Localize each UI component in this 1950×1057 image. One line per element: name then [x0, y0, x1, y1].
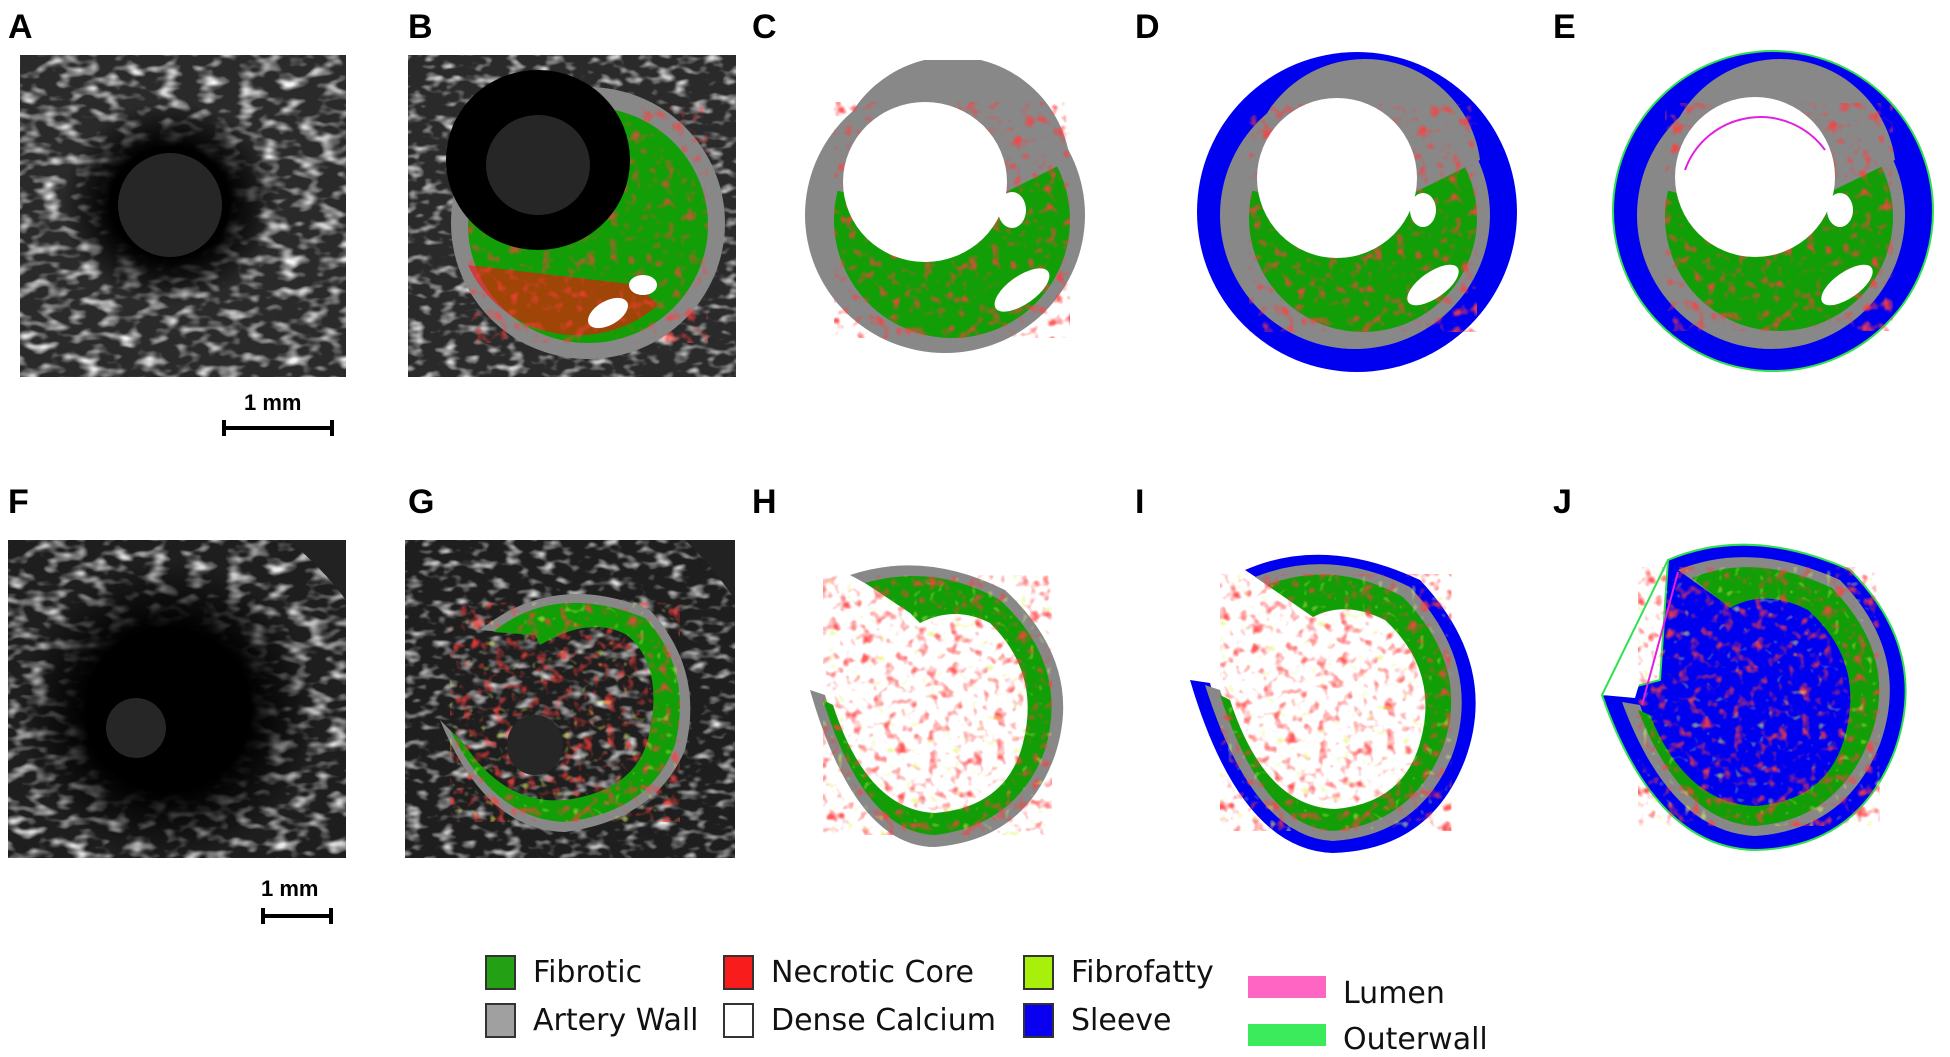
- legend-label: Fibrotic: [533, 955, 643, 990]
- panel-i-sleeve: [1185, 545, 1505, 865]
- panel-label-c: C: [752, 8, 777, 46]
- panel-label-g: G: [408, 483, 435, 521]
- panel-g-ivus-overlay: [405, 540, 735, 858]
- legend-label: Necrotic Core: [771, 955, 974, 990]
- fibrofatty-swatch: [1023, 955, 1054, 990]
- panel-label-h: H: [752, 483, 777, 521]
- legend-item-fibrotic: Fibrotic: [485, 955, 642, 990]
- sleeve-swatch: [1023, 1003, 1054, 1038]
- fibrotic-swatch: [485, 955, 516, 990]
- scale-bar-label: 1 mm: [244, 390, 302, 415]
- panel-label-j: J: [1553, 483, 1572, 521]
- legend-item-necrotic-core: Necrotic Core: [723, 955, 974, 990]
- panel-label-e: E: [1553, 8, 1576, 46]
- panel-label-f: F: [8, 483, 29, 521]
- legend-label: Artery Wall: [533, 1003, 699, 1038]
- lumen-swatch: [1248, 975, 1326, 998]
- panel-label-d: D: [1135, 8, 1160, 46]
- artery-wall-swatch: [485, 1003, 516, 1038]
- panel-j-contours: [1600, 530, 1940, 860]
- dense-calcium-swatch: [723, 1003, 754, 1038]
- legend-item-outerwall: Outerwall: [1248, 1012, 1488, 1057]
- necrotic-core-swatch: [723, 955, 754, 990]
- legend-label: Lumen: [1343, 976, 1445, 1011]
- panel-d-sleeve: [1195, 50, 1525, 375]
- legend-item-lumen: Lumen: [1248, 962, 1445, 1011]
- panel-f-ivus-image: [8, 540, 346, 858]
- scale-bar-top: 1 mm: [222, 390, 334, 440]
- panel-b-ivus-overlay: [408, 55, 736, 377]
- scale-bar-label: 1 mm: [261, 876, 319, 901]
- legend-item-dense-calcium: Dense Calcium: [723, 1003, 996, 1038]
- panel-label-i: I: [1135, 483, 1145, 521]
- legend-item-sleeve: Sleeve: [1023, 1003, 1172, 1038]
- outerwall-swatch: [1248, 1023, 1326, 1046]
- legend-label: Fibrofatty: [1071, 955, 1214, 990]
- scale-bar-bottom: 1 mm: [261, 870, 333, 930]
- legend-label: Sleeve: [1071, 1003, 1172, 1038]
- legend-item-artery-wall: Artery Wall: [485, 1003, 699, 1038]
- panel-h-segmentation: [795, 555, 1095, 855]
- legend-item-fibrofatty: Fibrofatty: [1023, 955, 1214, 990]
- legend-label: Dense Calcium: [771, 1003, 996, 1038]
- panel-label-b: B: [408, 8, 433, 46]
- panel-e-contours: [1605, 45, 1945, 375]
- panel-a-ivus-image: [20, 55, 346, 377]
- panel-c-segmentation: [790, 60, 1110, 370]
- panel-label-a: A: [8, 8, 33, 46]
- legend-label: Outerwall: [1343, 1022, 1488, 1057]
